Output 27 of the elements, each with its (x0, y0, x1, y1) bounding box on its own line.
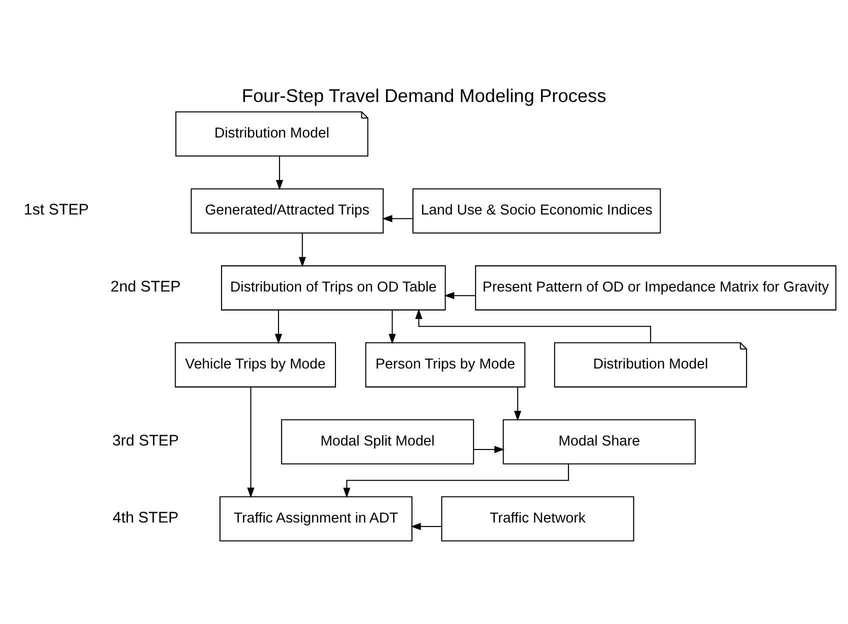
node-box: Generated/Attracted Trips (190, 188, 384, 234)
label: 2nd STEP (110, 278, 181, 296)
arrow (298, 233, 306, 268)
label: 3rd STEP (112, 432, 179, 450)
node-box: Present Pattern of OD or Impedance Matrix for Gravity (475, 265, 836, 310)
arrow (444, 292, 476, 300)
node-box: Person Trips by Mode (365, 342, 526, 388)
node-box: Modal Split Model (281, 419, 474, 464)
arrow (474, 446, 505, 454)
arrow (276, 156, 284, 190)
arrow (274, 310, 282, 344)
arrow (415, 308, 652, 342)
node-box: Distribution of Trips on OD Table (221, 265, 446, 310)
arrow (410, 522, 442, 530)
arrow (514, 387, 522, 422)
arrow (343, 464, 569, 498)
arrow (247, 387, 254, 498)
node-box: Traffic Assignment in ADT (219, 496, 412, 542)
node-box: Land Use & Socio Economic Indices (412, 188, 661, 234)
node-box: Traffic Network (441, 496, 634, 542)
label: 1st STEP (24, 201, 89, 218)
node-box: Modal Share (502, 419, 696, 464)
arrow (382, 215, 413, 222)
diagram-title: Four-Step Travel Demand Modeling Process (242, 84, 606, 106)
label: 4th STEP (112, 509, 178, 526)
node-box: Vehicle Trips by Mode (174, 342, 336, 388)
arrow (388, 310, 396, 344)
